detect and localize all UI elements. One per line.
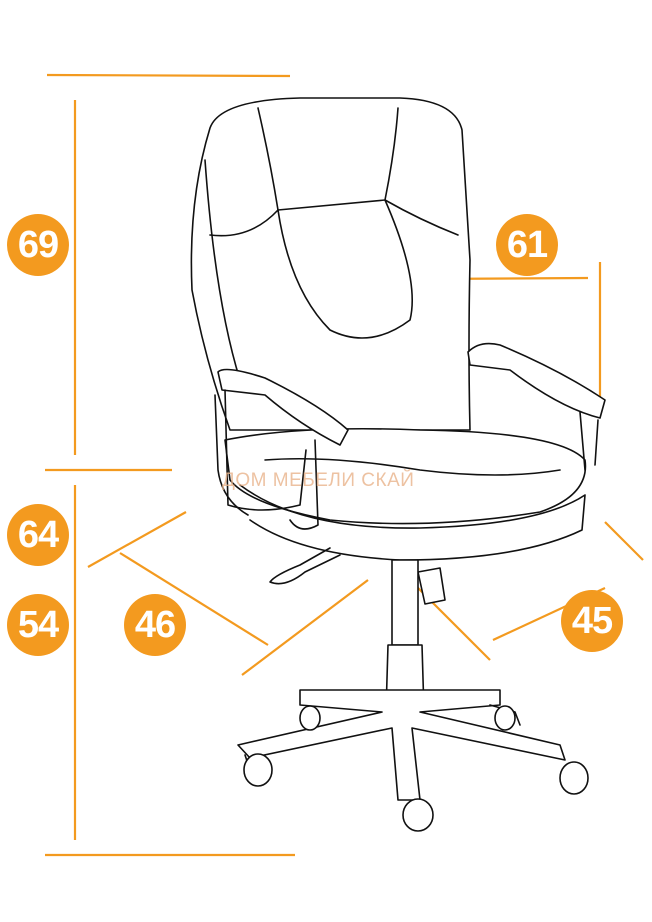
- width-badge: 61: [496, 214, 558, 276]
- min-seat-height-badge: 54: [7, 594, 69, 656]
- seat-width-badge: 46: [124, 594, 186, 656]
- seat-depth-badge: 45: [561, 590, 623, 652]
- backrest-height-badge: 69: [7, 214, 69, 276]
- max-seat-height-badge: 64: [7, 504, 69, 566]
- chair-outline: [190, 97, 606, 832]
- watermark: ДОМ МЕБЕЛИ СКАЙ: [222, 470, 415, 491]
